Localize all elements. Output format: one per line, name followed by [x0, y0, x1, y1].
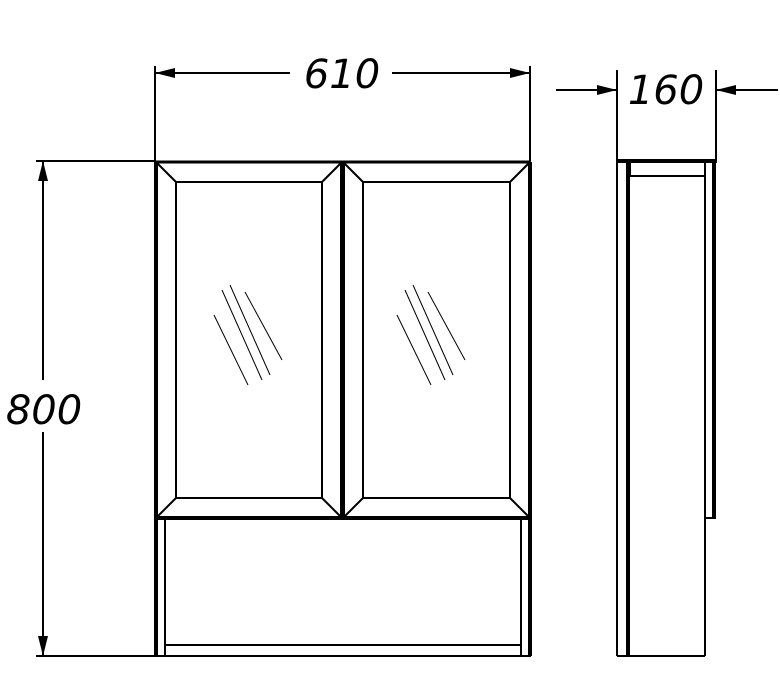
left-door — [156, 162, 342, 518]
mirror-glare — [396, 284, 466, 386]
height-dimension — [36, 160, 155, 657]
mirror-glare — [213, 284, 283, 386]
depth-dimension — [556, 70, 778, 160]
width-dimension — [154, 66, 531, 162]
side-view — [616, 159, 717, 657]
width-label: 610 — [304, 52, 380, 98]
right-door — [343, 162, 530, 518]
height-label: 800 — [6, 388, 82, 434]
depth-label: 160 — [628, 68, 704, 114]
open-shelf — [155, 518, 531, 657]
front-view — [154, 160, 532, 657]
